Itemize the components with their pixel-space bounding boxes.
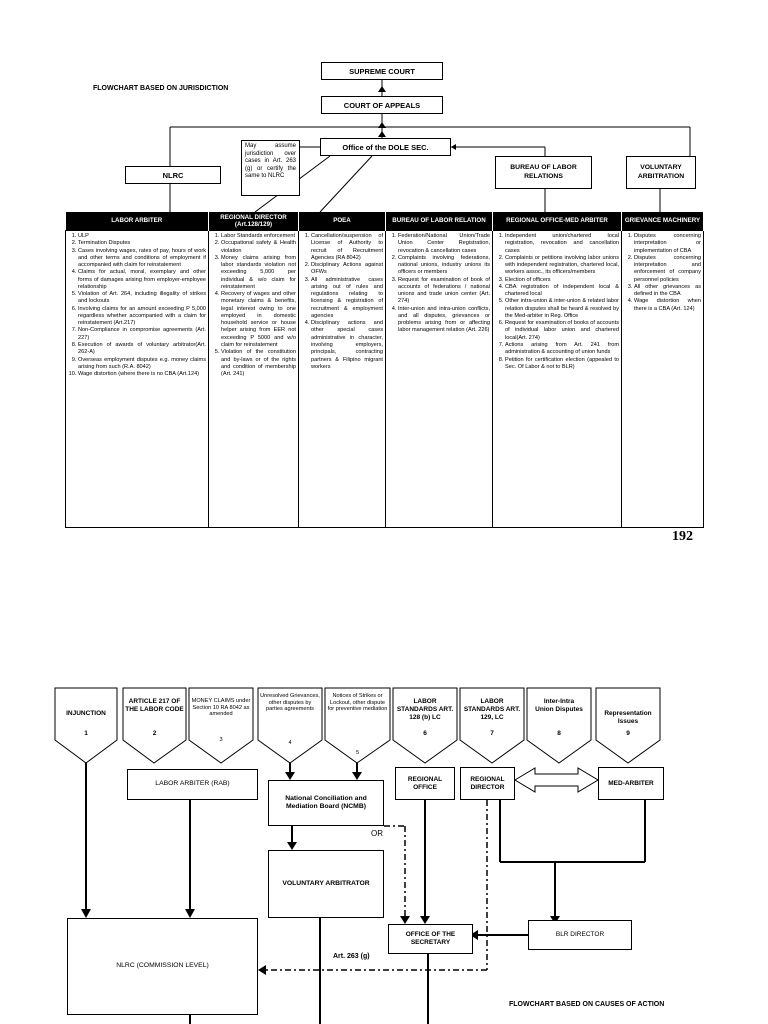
list-item: Cases involving wages, rates of pay, hou… <box>78 248 206 270</box>
pentagon-9 <box>595 687 661 764</box>
list-item: CBA registration of independent local & … <box>505 284 619 299</box>
list-item: Other intra-union & inter-union & relate… <box>505 298 619 320</box>
table-header-row: LABOR ARBITER REGIONAL DIRECTOR (Art.128… <box>65 212 704 231</box>
col-header: BUREAU OF LABOR RELATION <box>385 212 493 231</box>
list-item: Execution of awards of voluntary arbitra… <box>78 342 206 357</box>
pentagon-2 <box>122 687 187 764</box>
list-item: Labor Standards enforcement <box>221 233 296 240</box>
col-header: REGIONAL OFFICE-MED ARBITER <box>492 212 622 231</box>
dole-note: May assume jurisdiction over cases in Ar… <box>241 140 300 196</box>
col-header: REGIONAL DIRECTOR (Art.128/129) <box>208 212 299 231</box>
pentagon-7 <box>459 687 525 764</box>
list-item: Violation of the constitution and by-law… <box>221 349 296 378</box>
col-header: LABOR ARBITER <box>65 212 209 231</box>
pentagon-5 <box>324 687 391 764</box>
list-item: Recovery of wages and other monetary cla… <box>221 291 296 349</box>
ncmb-box: National Conciliation and Mediation Boar… <box>268 780 384 826</box>
list-item: Complaints or petitions involving labor … <box>505 255 619 277</box>
list-item: Complaints involving federations, nation… <box>398 255 490 277</box>
pentagon-4-num: 4 <box>288 740 292 746</box>
list-item: Disputes concerning interpretation or im… <box>634 233 701 255</box>
art-263-label: Art. 263 (g) <box>333 953 370 960</box>
double-arrow <box>514 767 599 793</box>
pentagon-8-num: 8 <box>557 730 561 737</box>
pentagon-3 <box>188 687 254 764</box>
page-number: 192 <box>672 529 693 544</box>
chart1-title: FLOWCHART BASED ON JURISDICTION <box>93 85 229 92</box>
list-item: All administrative cases arising out of … <box>311 277 383 321</box>
pentagon-2-num: 2 <box>152 730 157 737</box>
list-item: Money claims arising from labor standard… <box>221 255 296 291</box>
pentagon-8-label: Inter-Intra Union Disputes <box>535 698 583 713</box>
voluntary-arbitrator-box: VOLUNTARY ARBITRATOR <box>268 850 384 918</box>
pentagon-6-label: LABOR STANDARDS ART. 128 (b) LC <box>396 698 454 721</box>
list-item: Disciplinary actions and other special c… <box>311 320 383 371</box>
or-label: OR <box>371 829 383 838</box>
pentagon-6 <box>392 687 458 764</box>
pentagon-5-num: 5 <box>355 750 360 756</box>
office-of-secretary-box: OFFICE OF THE SECRETARY <box>388 924 473 954</box>
list-item: Disciplinary Actions against OFWs <box>311 262 383 277</box>
list-item: ULP <box>78 233 206 240</box>
list-item: Disputes concerning interpretation and e… <box>634 255 701 284</box>
pentagon-3-num: 3 <box>219 737 223 743</box>
list-item: Claims for actual, moral, exemplary and … <box>78 269 206 291</box>
dole-sec-box: Office of the DOLE SEC. <box>320 138 451 156</box>
col-header: POEA <box>298 212 386 231</box>
list-item: Overseas employment disputes e.g. money … <box>78 357 206 372</box>
blr-director-box: BLR DIRECTOR <box>528 920 632 950</box>
pentagon-3-label: MONEY CLAIMS under Section 10 RA 8042 as… <box>191 698 251 718</box>
voluntary-arbitration-box: VOLUNTARY ARBITRATION <box>626 156 696 189</box>
pentagon-7-label: LABOR STANDARDS ART. 129, LC <box>463 698 521 721</box>
pentagon-1 <box>54 687 118 764</box>
list-item: Request for examination of books of acco… <box>505 320 619 342</box>
nlrc-commission-box: NLRC (COMMISSION LEVEL) <box>67 918 258 1015</box>
list-item: Request for examination of book of accou… <box>398 277 490 306</box>
list-item: Inter-union and intra-union conflicts, a… <box>398 306 490 335</box>
regional-director-box: REGIONAL DIRECTOR <box>460 767 515 800</box>
list-item: Involving claims for an amount exceeding… <box>78 306 206 328</box>
table-row: ULP Termination Disputes Cases involving… <box>65 230 704 528</box>
labor-arbiter-rab-box: LABOR ARBITER (RAB) <box>127 769 258 800</box>
list-item: Cancellation/suspension of License of Au… <box>311 233 383 262</box>
list-item: Wage distortion when there is a CBA (Art… <box>634 298 701 313</box>
nlrc-box: NLRC <box>125 166 221 184</box>
pentagon-2-label: ARTICLE 217 OF THE LABOR CODE <box>125 698 184 713</box>
chart2-title: FLOWCHART BASED ON CAUSES OF ACTION <box>509 1001 665 1008</box>
supreme-court-box: SUPREME COURT <box>321 62 443 80</box>
pentagon-1-num: 1 <box>84 730 88 737</box>
blr-box: BUREAU OF LABOR RELATIONS <box>495 156 592 189</box>
col-header: GRIEVANCE MACHINERY <box>621 212 704 231</box>
list-item: Wage distortion (where there is no CBA (… <box>78 371 206 378</box>
list-item: Actions arising from Art. 241 from admin… <box>505 342 619 357</box>
pentagon-6-num: 6 <box>423 730 427 737</box>
pentagon-1-label: INJUNCTION <box>66 710 106 717</box>
list-item: Termination Disputes <box>78 240 206 247</box>
list-item: Occupational safety & Health violation <box>221 240 296 255</box>
list-item: Violation of Art. 264, including illegal… <box>78 291 206 306</box>
pentagon-4-label: Unresolved Grievances, other disputes by… <box>260 693 320 713</box>
list-item: Independent union/chartered local regist… <box>505 233 619 255</box>
list-item: Federation/National Union/Trade Union Ce… <box>398 233 490 255</box>
jurisdiction-table: LABOR ARBITER REGIONAL DIRECTOR (Art.128… <box>65 212 704 528</box>
list-item: Petition for certification election (app… <box>505 357 619 372</box>
pentagon-7-num: 7 <box>490 730 494 737</box>
pentagon-5-label: Notices of Strikes or Lockout, other dis… <box>327 693 388 713</box>
med-arbiter-box: MED-ARBITER <box>598 767 664 800</box>
list-item: Election of officers <box>505 277 619 284</box>
pentagon-9-num: 9 <box>626 730 630 737</box>
pentagon-9-label: Representation Issues <box>604 710 652 725</box>
pentagon-4 <box>257 687 323 764</box>
list-item: Non-Compliance in compromise agreements … <box>78 327 206 342</box>
court-of-appeals-box: COURT OF APPEALS <box>321 96 443 114</box>
regional-office-box: REGIONAL OFFICE <box>395 767 455 800</box>
pentagon-8 <box>526 687 592 764</box>
list-item: All other grievances as defined in the C… <box>634 284 701 299</box>
